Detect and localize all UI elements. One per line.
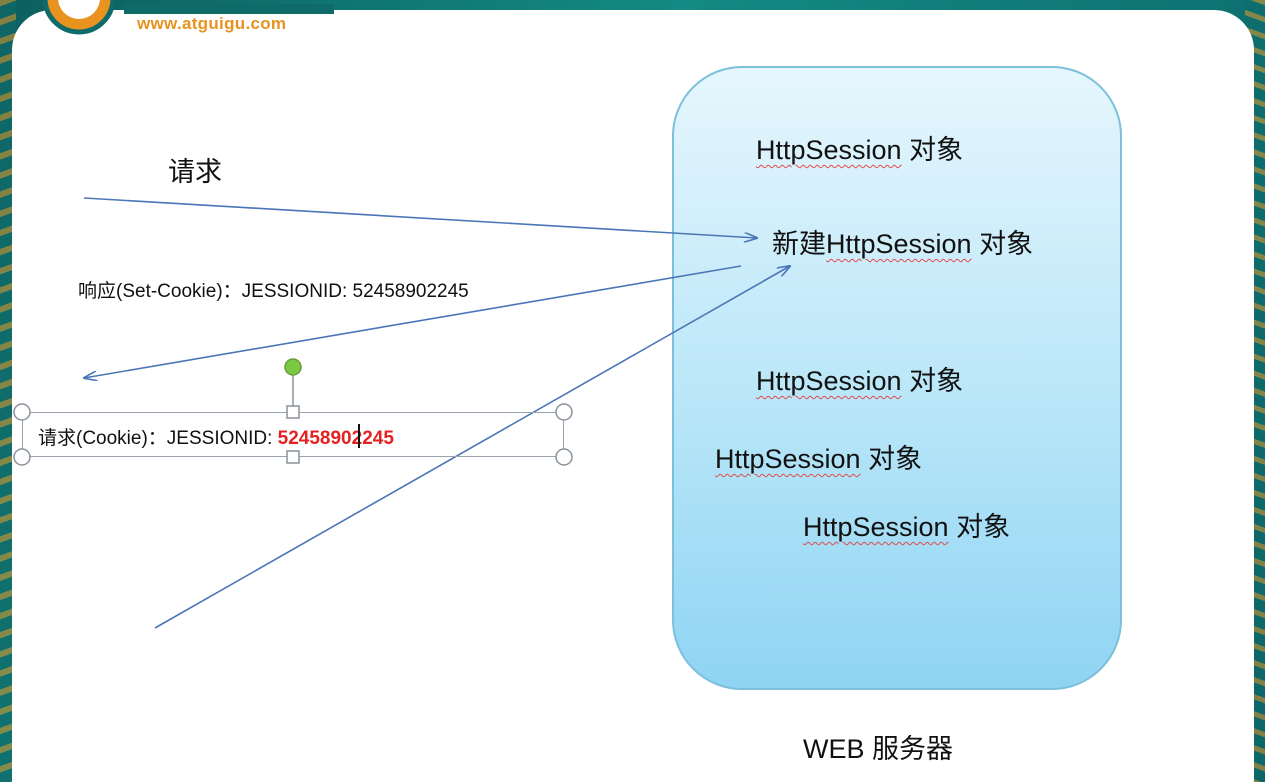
resize-handle-bottom-right [555,448,573,466]
web-server-label: WEB 服务器 [803,734,954,764]
response-label: 响应(Set-Cookie)：JESSIONID: 52458902245 [78,281,469,302]
resize-handle-bottom-left [13,448,31,466]
rotate-handle [284,358,302,376]
session-object-3: HttpSession 对象 [756,366,964,396]
cookie-request-arrow [154,266,790,629]
resize-handle-top-right [555,403,573,421]
resize-handle-bottom [286,450,300,464]
web-server-box [672,66,1122,690]
request-arrow [83,197,757,238]
cookie-request-label[interactable]: 请求(Cookie)：JESSIONID: 52458902245 [38,428,394,449]
session-object-4: HttpSession 对象 [715,444,923,474]
session-object-1: HttpSession 对象 [756,135,964,165]
request-label: 请求 [168,157,222,188]
resize-handle-top-left [13,403,31,421]
logo-banner [124,4,334,14]
text-cursor [358,424,360,448]
logo-ring-icon [42,0,116,35]
session-object-new: 新建HttpSession 对象 [772,229,1034,259]
response-arrow [84,265,742,378]
cookie-session-id: 52458902245 [277,428,394,449]
resize-handle-top [286,405,300,419]
session-object-5: HttpSession 对象 [803,512,1011,542]
logo-url: www.atguigu.com [137,14,287,33]
